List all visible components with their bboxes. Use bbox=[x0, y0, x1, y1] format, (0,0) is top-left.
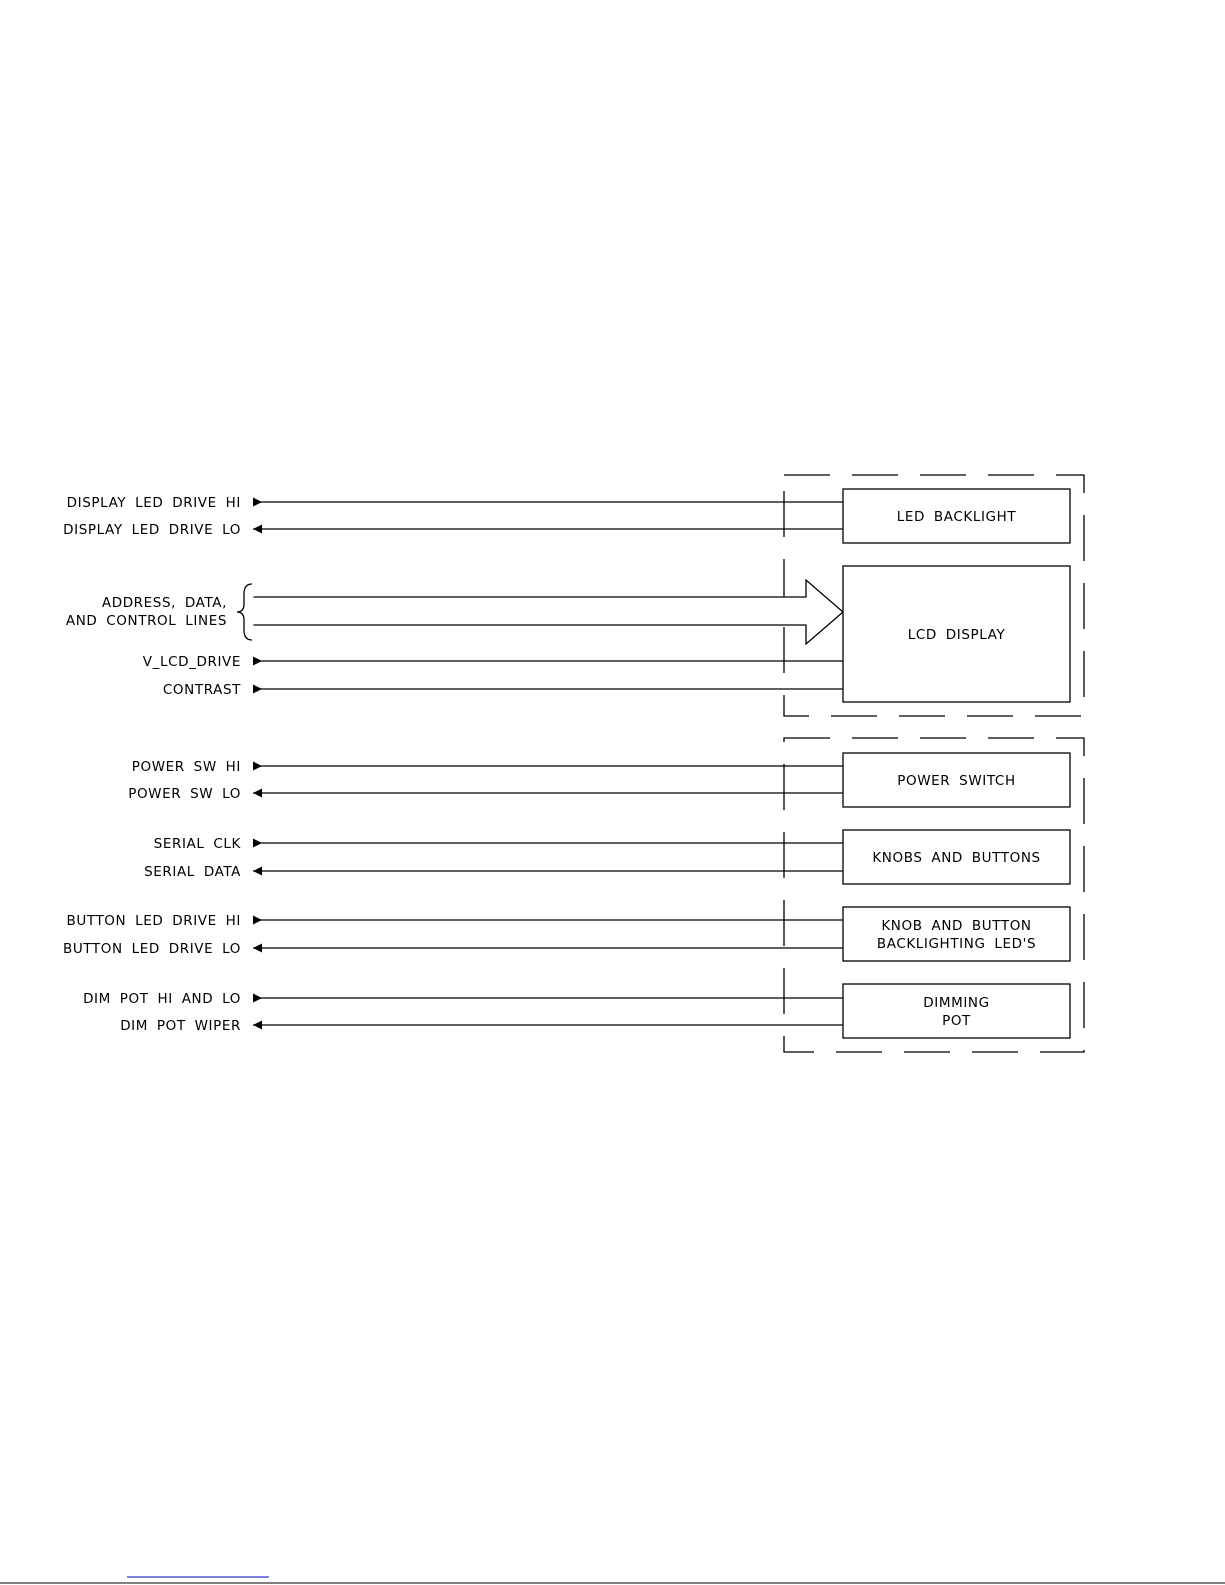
arrow-right-icon bbox=[253, 993, 262, 1003]
block-box bbox=[842, 983, 1071, 1039]
signal-label: V_LCD_DRIVE bbox=[143, 654, 241, 670]
signal-serial-clk: SERIAL CLK bbox=[154, 836, 843, 852]
arrow-left-icon bbox=[253, 1020, 262, 1030]
arrow-right-icon bbox=[253, 761, 262, 771]
signal-label: DISPLAY LED DRIVE HI bbox=[67, 495, 241, 511]
signal-dim-pot-hi-and-lo: DIM POT HI AND LO bbox=[83, 991, 843, 1007]
block-box bbox=[842, 906, 1071, 962]
arrow-right-icon bbox=[253, 915, 262, 925]
block-label: LED BACKLIGHT bbox=[897, 509, 1017, 525]
signal-label: POWER SW HI bbox=[132, 759, 241, 775]
block-label: KNOB AND BUTTON bbox=[881, 918, 1031, 934]
signal-label: BUTTON LED DRIVE LO bbox=[63, 941, 241, 957]
signal-v-lcd-drive: V_LCD_DRIVE bbox=[143, 654, 843, 670]
signal-power-sw-lo: POWER SW LO bbox=[128, 786, 843, 802]
block-box bbox=[842, 829, 1071, 885]
arrow-right-icon bbox=[253, 497, 262, 507]
signal-dim-pot-wiper: DIM POT WIPER bbox=[120, 1018, 843, 1034]
block-label: POWER SWITCH bbox=[897, 773, 1015, 789]
bus-label-line-2: AND CONTROL LINES bbox=[66, 613, 227, 629]
arrow-right-icon bbox=[253, 684, 262, 694]
signal-serial-data: SERIAL DATA bbox=[144, 864, 843, 880]
signals-layer: DISPLAY LED DRIVE HI DISPLAY LED DRIVE LO… bbox=[63, 495, 843, 1034]
bus-arrow bbox=[251, 578, 844, 646]
block-box bbox=[842, 752, 1071, 808]
bus-brace bbox=[236, 583, 253, 641]
block-power-switch: POWER SWITCH bbox=[842, 752, 1071, 808]
block-lcd-display: LCD DISPLAY bbox=[842, 565, 1071, 703]
signal-contrast: CONTRAST bbox=[163, 682, 843, 698]
block-label: LCD DISPLAY bbox=[908, 627, 1006, 643]
signal-button-led-drive-lo: BUTTON LED DRIVE LO bbox=[63, 941, 843, 957]
signal-button-led-drive-hi: BUTTON LED DRIVE HI bbox=[67, 913, 843, 929]
block-box bbox=[842, 565, 1071, 703]
arrow-right-icon bbox=[253, 656, 262, 666]
arrow-left-icon bbox=[253, 866, 262, 876]
block-label: POT bbox=[942, 1013, 971, 1029]
signal-label: DIM POT HI AND LO bbox=[83, 991, 241, 1007]
signal-label: DISPLAY LED DRIVE LO bbox=[63, 522, 241, 538]
arrow-left-icon bbox=[253, 943, 262, 953]
block-knob-button-backlighting: KNOB AND BUTTON BACKLIGHTING LED'S bbox=[842, 906, 1071, 962]
arrow-left-icon bbox=[253, 788, 262, 798]
signal-power-sw-hi: POWER SW HI bbox=[132, 759, 843, 775]
arrow-left-icon bbox=[253, 524, 262, 534]
signal-label: SERIAL DATA bbox=[144, 864, 241, 880]
block-label: DIMMING bbox=[923, 995, 989, 1011]
block-box bbox=[842, 488, 1071, 544]
signal-display-led-drive-hi: DISPLAY LED DRIVE HI bbox=[67, 495, 843, 511]
signal-label: POWER SW LO bbox=[128, 786, 241, 802]
blocks-layer: LED BACKLIGHT LCD DISPLAY POWER SWITCH KNOB… bbox=[842, 488, 1071, 1039]
signal-label: BUTTON LED DRIVE HI bbox=[67, 913, 242, 929]
bus-label-line-1: ADDRESS, DATA, bbox=[102, 595, 227, 611]
block-dimming-pot: DIMMING POT bbox=[842, 983, 1071, 1039]
signal-display-led-drive-lo: DISPLAY LED DRIVE LO bbox=[63, 522, 843, 538]
display-assembly-outline bbox=[783, 474, 1085, 717]
signal-label: DIM POT WIPER bbox=[120, 1018, 241, 1034]
block-label: BACKLIGHTING LED'S bbox=[877, 936, 1036, 952]
block-led-backlight: LED BACKLIGHT bbox=[842, 488, 1071, 544]
block-knobs-and-buttons: KNOBS AND BUTTONS bbox=[842, 829, 1071, 885]
arrow-right-icon bbox=[253, 838, 262, 848]
signal-label: SERIAL CLK bbox=[154, 836, 242, 852]
block-label: KNOBS AND BUTTONS bbox=[872, 850, 1040, 866]
controls-assembly-outline bbox=[783, 737, 1085, 1053]
signal-label: CONTRAST bbox=[163, 682, 241, 698]
